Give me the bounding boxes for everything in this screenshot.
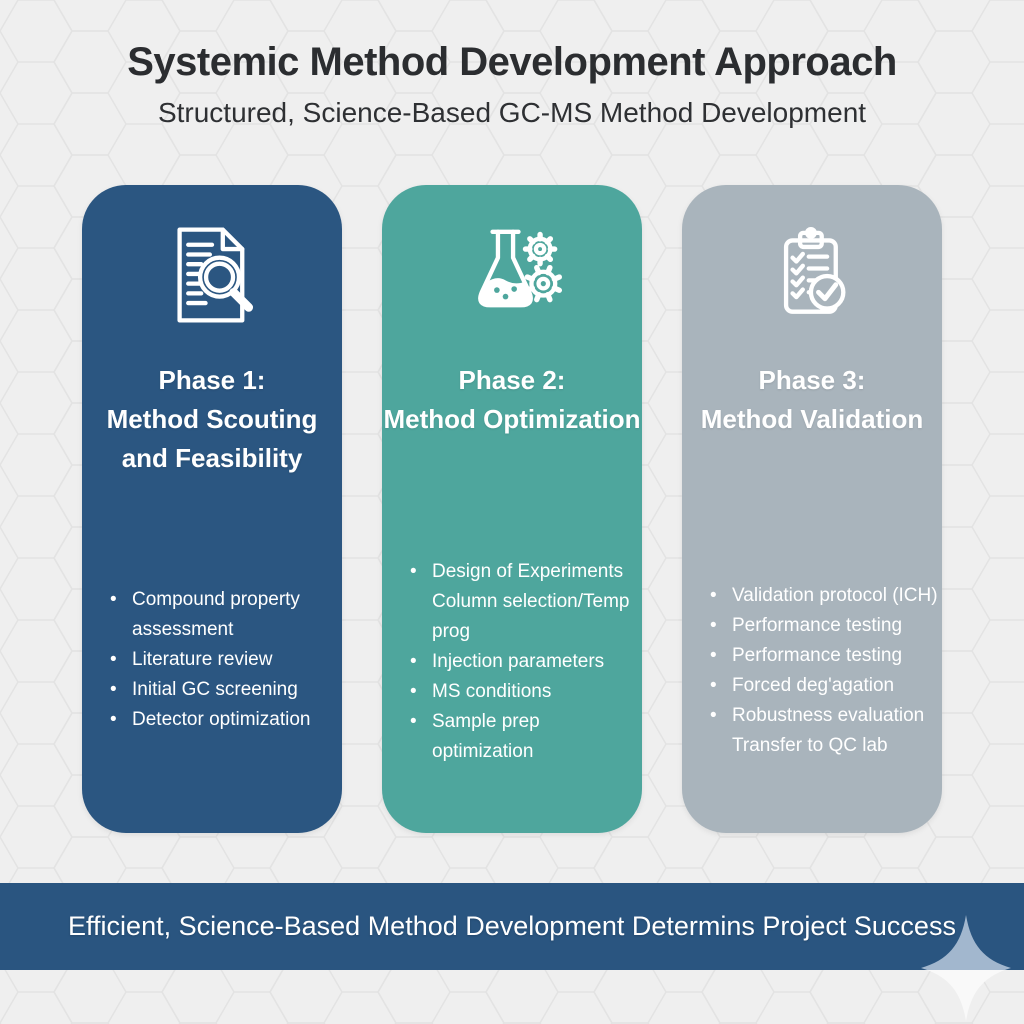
list-item: • Compound property assessment xyxy=(110,585,342,645)
document-search-icon xyxy=(177,227,254,323)
phase-2-bullets: • Design of Experiments Column selection/… xyxy=(410,557,642,767)
bullet-icon: • xyxy=(710,585,717,606)
bullet-icon: • xyxy=(710,675,717,696)
bullet-icon: • xyxy=(710,645,717,666)
bullet-icon: • xyxy=(110,709,117,730)
phase-3-card: Phase 3: Method Validation • Validation p… xyxy=(682,185,942,833)
bullet-icon: • xyxy=(110,679,117,700)
list-item-text: MS conditions xyxy=(432,681,552,702)
list-item-text: Design of Experiments Column selection/T… xyxy=(432,561,630,642)
list-item: • Validation protocol (ICH) xyxy=(710,581,942,611)
page-subtitle: Structured, Science-Based GC-MS Method D… xyxy=(157,97,867,128)
phase-3-bullets: • Validation protocol (ICH) • Performance t… xyxy=(710,581,942,761)
list-item: • Robustness evaluation Transfer to QC la… xyxy=(710,701,942,761)
page-title: Systemic Method Development Approach xyxy=(127,40,897,84)
list-item-text: Validation protocol (ICH) xyxy=(732,585,938,606)
bullet-icon: • xyxy=(410,681,417,702)
clipboard-check-icon xyxy=(783,226,846,314)
phase-1-card: Phase 1: Method Scouting and Feasibility… xyxy=(82,185,342,833)
bullet-icon: • xyxy=(410,711,417,732)
phase-3-title: Phase 3: Method Validation xyxy=(700,365,924,434)
header: Systemic Method Development Approach Str… xyxy=(0,40,1024,129)
list-item: • Design of Experiments Column selection/… xyxy=(410,557,642,647)
flask-gears-icon xyxy=(478,229,563,308)
list-item-text: Forced deg'agation xyxy=(732,675,895,696)
bullet-icon: • xyxy=(410,561,417,582)
list-item-text: Compound property assessment xyxy=(132,589,300,640)
list-item-text: Performance testing xyxy=(732,645,903,666)
list-item-text: Sample prep optimization xyxy=(432,711,540,762)
list-item: • Literature review xyxy=(110,645,342,675)
bullet-icon: • xyxy=(110,649,117,670)
list-item: • Performance testing xyxy=(710,641,942,671)
phase-2-title: Phase 2: Method Optimization xyxy=(383,365,641,434)
list-item: • Initial GC screening xyxy=(110,675,342,705)
list-item: • Detector optimization xyxy=(110,705,342,735)
list-item-text: Initial GC screening xyxy=(132,679,298,700)
list-item-text: Performance testing xyxy=(732,615,903,636)
list-item: • MS conditions xyxy=(410,677,642,707)
list-item-text: Robustness evaluation Transfer to QC lab xyxy=(732,705,925,756)
bullet-icon: • xyxy=(710,615,717,636)
list-item-text: Literature review xyxy=(132,649,273,670)
bullet-icon: • xyxy=(710,705,717,726)
list-item: • Sample prep optimization xyxy=(410,707,642,767)
list-item-text: Detector optimization xyxy=(132,709,311,730)
list-item: • Performance testing xyxy=(710,611,942,641)
list-item-text: Injection parameters xyxy=(432,651,605,672)
phase-2-card: Phase 2: Method Optimization • Design of … xyxy=(382,185,642,833)
footer-text: Efficient, Science-Based Method Developm… xyxy=(68,911,956,941)
bullet-icon: • xyxy=(110,589,117,610)
list-item: • Injection parameters xyxy=(410,647,642,677)
list-item: • Forced deg'agation xyxy=(710,671,942,701)
footer-banner: Efficient, Science-Based Method Developm… xyxy=(0,883,1024,970)
bullet-icon: • xyxy=(410,651,417,672)
phase-1-title: Phase 1: Method Scouting and Feasibility xyxy=(106,365,318,473)
phase-1-bullets: • Compound property assessment • Literature… xyxy=(110,585,342,735)
